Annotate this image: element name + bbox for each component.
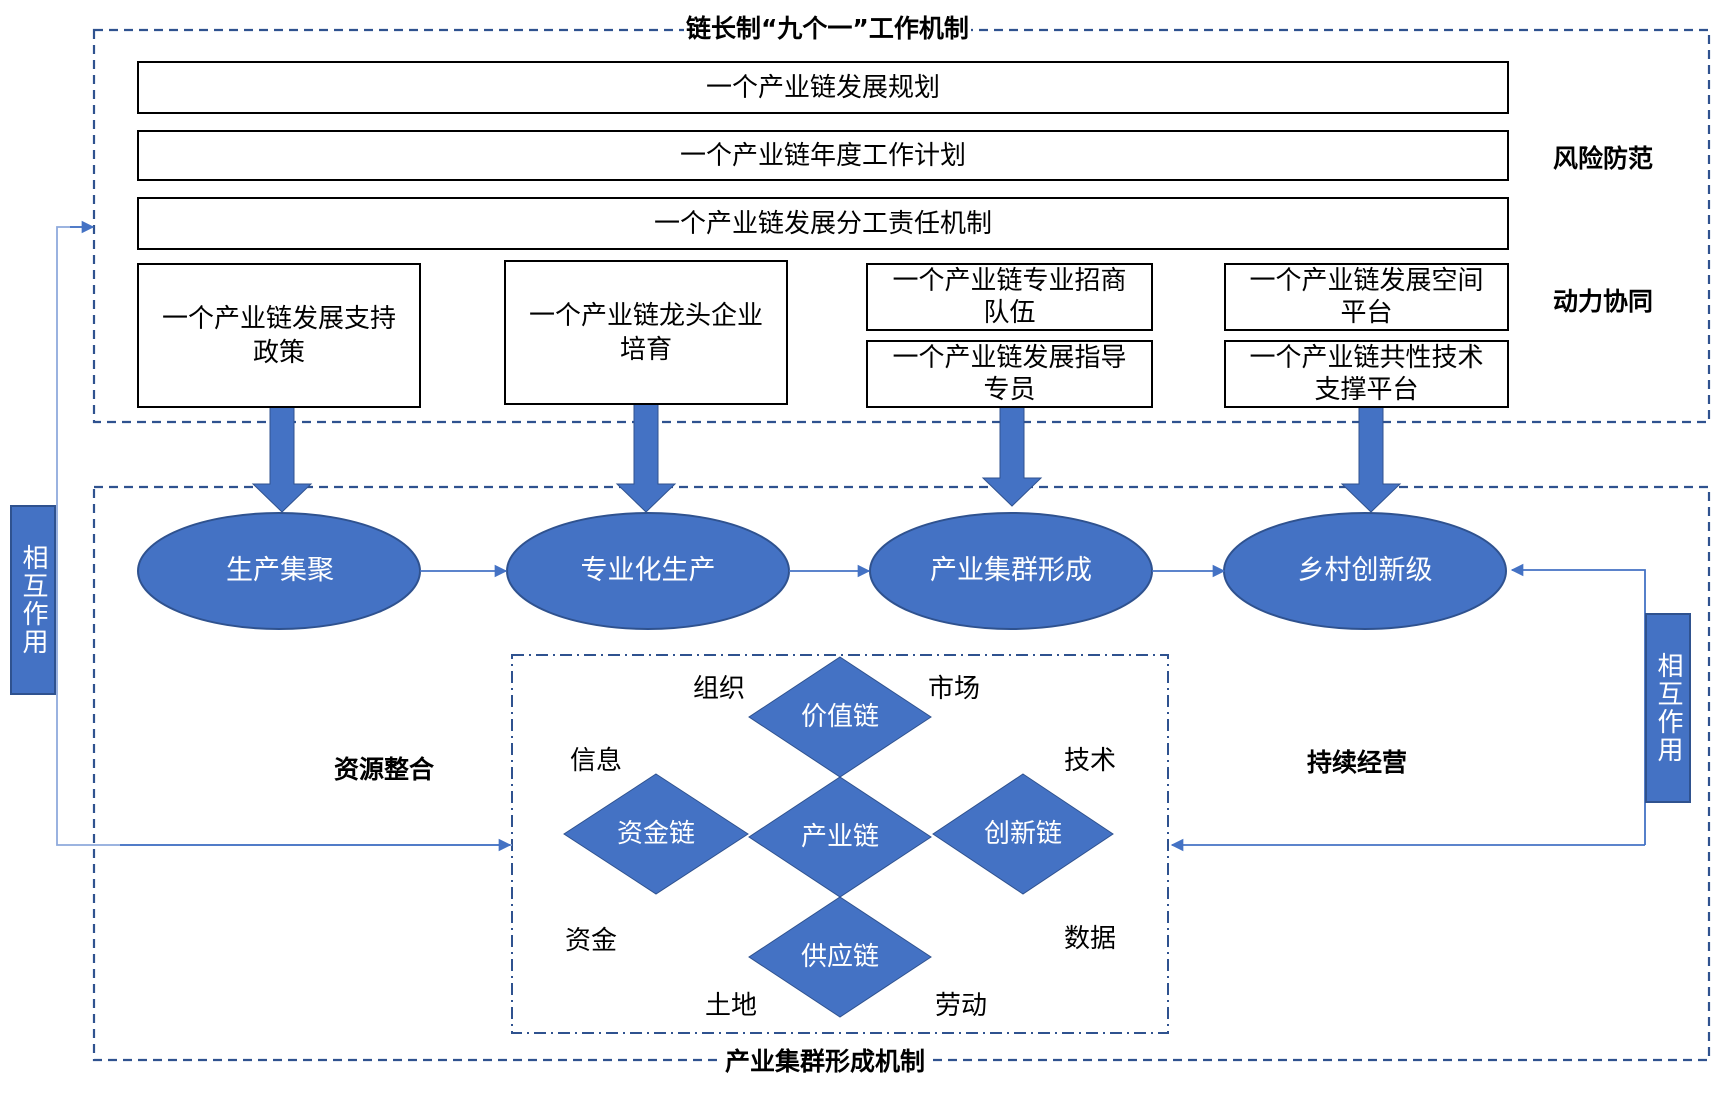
investment-team-box: 一个产业链专业招商队伍 [866,263,1153,331]
plan-box-label: 一个产业链发展规划 [705,72,940,103]
bottom-section-title: 产业集群形成机制 [723,1047,928,1077]
innovation-chain-label: 创新链 [983,819,1062,849]
sustained-operation-label: 持续经营 [1307,748,1408,777]
dynamic-synergy-label: 动力协同 [1553,287,1654,316]
supply-chain-label: 供应链 [800,942,879,972]
stage-label-production-agglomeration: 生产集聚 [226,555,334,586]
stage-label-specialized-production: 专业化生产 [580,555,716,586]
leading-enterprise-box: 一个产业链龙头企业培育 [504,260,788,405]
left-interaction-tag: 相互作用 [10,505,56,695]
factor-funds: 资金 [565,926,618,956]
top-section-title: 链长制“九个一”工作机制 [684,14,971,44]
down-arrow-1 [251,405,313,513]
factor-technology: 技术 [1064,746,1117,776]
industry-chain-label: 产业链 [800,822,879,852]
diamond-capital-chain [563,773,749,895]
tech-support-platform-box-label: 一个产业链共性技术支撑平台 [1249,343,1484,405]
resource-integration-label: 资源整合 [334,755,435,784]
factor-market: 市场 [928,674,981,704]
left-interaction-tag-label: 相互作用 [18,544,48,656]
factor-land: 土地 [705,991,758,1021]
space-platform-box-label: 一个产业链发展空间平台 [1249,266,1484,328]
risk-prevention-label: 风险防范 [1553,144,1654,173]
stage-label-rural-innovation: 乡村创新级 [1297,555,1433,586]
right-interaction-tag: 相互作用 [1645,613,1691,803]
value-chain-label: 价值链 [800,702,879,732]
factor-organization: 组织 [693,674,746,704]
annual-plan-box-label: 一个产业链年度工作计划 [679,140,966,171]
policy-box-label: 一个产业链发展支持政策 [161,303,396,368]
diamond-innovation-chain [932,773,1114,895]
stage-label-cluster-formation: 产业集群形成 [930,555,1092,586]
policy-box: 一个产业链发展支持政策 [137,263,421,408]
right-interaction-connector [1510,563,1646,845]
tech-support-platform-box: 一个产业链共性技术支撑平台 [1224,340,1509,408]
right-interaction-tag-label: 相互作用 [1653,652,1683,764]
capital-chain-label: 资金链 [616,819,695,849]
investment-team-box-label: 一个产业链专业招商队伍 [892,266,1127,328]
guidance-commissioner-box-label: 一个产业链发展指导专员 [892,343,1127,405]
factor-labor: 劳动 [935,991,988,1021]
down-arrow-4 [1340,402,1402,513]
factor-data: 数据 [1064,924,1117,954]
responsibility-box: 一个产业链发展分工责任机制 [137,197,1509,250]
plan-box: 一个产业链发展规划 [137,61,1509,114]
space-platform-box: 一个产业链发展空间平台 [1224,263,1509,331]
guidance-commissioner-box: 一个产业链发展指导专员 [866,340,1153,408]
chain-network-border [511,654,1169,1034]
leading-enterprise-box-label: 一个产业链龙头企业培育 [528,300,763,365]
factor-information: 信息 [570,746,623,776]
responsibility-box-label: 一个产业链发展分工责任机制 [653,208,992,239]
down-arrow-3 [981,402,1043,507]
diamond-supply-chain [748,896,932,1018]
down-arrow-2 [615,403,677,513]
annual-plan-box: 一个产业链年度工作计划 [137,130,1509,181]
